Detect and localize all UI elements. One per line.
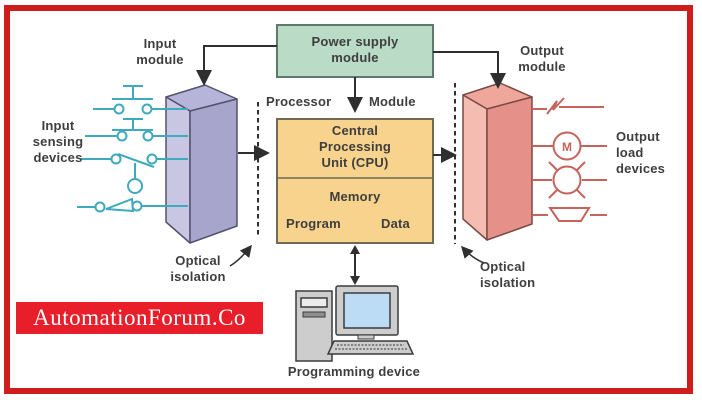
output-load-label: Output load devices — [616, 129, 666, 176]
motor-icon — [532, 131, 607, 161]
optical-isolation-right-label: Optical isolation — [480, 259, 536, 290]
horn-icon — [532, 207, 607, 222]
motor-letter: M — [562, 140, 572, 154]
power-supply-box — [276, 24, 434, 78]
processor-label: Processor — [266, 94, 332, 109]
data-label: Data — [381, 216, 410, 231]
monitor-icon — [335, 285, 399, 340]
double-arrowheads — [350, 245, 360, 285]
cpu-box — [276, 118, 434, 244]
pushbutton-switch-icon — [93, 85, 188, 115]
output-module-label: Output module — [518, 43, 566, 74]
power-lines — [196, 45, 506, 113]
programming-device — [295, 285, 415, 362]
surge-zigzag-icon — [532, 97, 604, 115]
keyboard-icon — [326, 340, 415, 355]
lamp-icon — [532, 161, 607, 199]
output-device-symbols: M — [532, 97, 607, 222]
program-label: Program — [286, 216, 341, 231]
optical-isolation-lines — [229, 83, 485, 267]
watermark-banner: AutomationForum.Co — [16, 302, 263, 334]
float-switch-icon — [81, 153, 188, 194]
input-module-label: Input module — [136, 36, 184, 67]
output-module-box — [462, 82, 533, 241]
input-device-symbols — [77, 85, 188, 213]
signal-arrows — [238, 145, 457, 278]
programming-device-label: Programming device — [287, 364, 421, 379]
memory-label: Memory — [329, 189, 381, 204]
power-supply-label: Power supply module — [311, 34, 399, 65]
pushbutton-switch-icon — [85, 118, 188, 142]
module-label: Module — [369, 94, 416, 109]
limit-switch-icon — [77, 197, 188, 213]
computer-tower-icon — [295, 290, 333, 362]
input-sensing-label: Input sensing devices — [32, 118, 84, 165]
cpu-label: Central Processing Unit (CPU) — [318, 123, 392, 170]
watermark-text: AutomationForum.Co — [33, 305, 246, 330]
optical-isolation-left-label: Optical isolation — [170, 253, 226, 284]
